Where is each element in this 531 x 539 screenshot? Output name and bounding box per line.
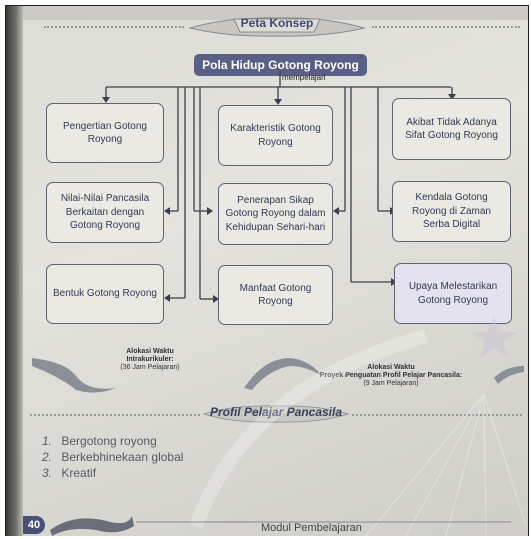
alokasi-intra: Alokasi Waktu Intrakurikuler: (36 Jam Pe… [106,348,194,372]
alokasi-swooshes [32,358,524,393]
profil-banner: Profil Pelajar Pancasila [202,403,350,425]
banner-title: Peta Konsep [240,16,314,30]
relation-label: mempelajari [282,73,326,82]
list-text: Kreatif [61,466,97,480]
node-line: Manfaat Gotong [239,282,312,294]
node-line: Gotong Royong dalam [225,208,326,220]
list-item: 2. Berkebhinekaan global [42,450,183,466]
list-number: 2. [42,450,53,464]
list-text: Berkebhinekaan global [61,450,184,464]
scan-edge [6,6,23,536]
connector-lines [102,71,456,303]
top-strip [23,6,528,20]
book-page: Peta Konsep Pola Hidup Gotong Royong mem… [5,5,529,536]
node-line: Kehidupan Sehari-hari [225,221,326,233]
list-number: 1. [42,434,53,448]
node-line: Royong di Zaman [412,205,491,217]
banner-dots-left [44,26,184,28]
node-line: Royong [258,296,293,307]
list-number: 3. [42,466,53,480]
alokasi-intra-title: Alokasi Waktu [126,348,174,355]
node-line: Royong [258,136,293,148]
node-line: Nilai-Nilai Pancasila [60,193,150,205]
page-number: 40 [23,516,45,534]
node-line: Gotong Royong [69,220,141,232]
footer-text: Modul Pembelajaran [261,522,362,534]
footer-ornament [50,516,511,536]
node-line: Sifat Gotong Royong [405,130,498,141]
alokasi-projek: Alokasi Waktu Proyek Penguatan Profil Pe… [302,364,480,388]
alokasi-intra-value: (36 Jam Pelajaran) [120,364,180,372]
node-line: Akibat Tidak Adanya [406,116,497,128]
list-item: 3. Kreatif [42,466,183,482]
list-item: 1. Bergotong royong [42,434,183,450]
root-node: Pola Hidup Gotong Royong [194,54,367,76]
node-line: Upaya Melestarikan [408,281,498,292]
alokasi-projek-subtitle: Proyek Penguatan Profil Pelajar Pancasil… [319,372,463,380]
node-line: Berkaitan dengan [65,206,145,218]
alokasi-intra-subtitle: Intrakurikuler: [126,356,174,364]
node-line: Serba Digital [422,219,481,231]
profil-dots-right [352,414,522,416]
node-line: Karakteristik Gotong [230,123,321,134]
node-bentuk: Bentuk Gotong Royong [46,264,164,324]
node-line: Gotong Royong [417,294,489,306]
list-text: Bergotong royong [61,434,157,448]
node-line: Royong [87,134,123,145]
alokasi-projek-title: Alokasi Waktu [367,364,415,371]
banner-dots-right [372,26,520,28]
node-line: Bentuk Gotong Royong [53,288,157,300]
alokasi-projek-value: (9 Jam Pelajaran) [363,380,419,388]
concept-map-banner: Peta Konsep [188,13,366,39]
profil-dots-left [30,414,200,416]
node-line: Kendala Gotong [415,192,488,204]
profil-list: 1. Bergotong royong 2. Berkebhinekaan gl… [42,434,183,482]
node-line: Penerapan Sikap [237,194,314,206]
profil-title: Profil Pelajar Pancasila [209,405,343,419]
node-line: Pengertian Gotong [63,120,147,132]
